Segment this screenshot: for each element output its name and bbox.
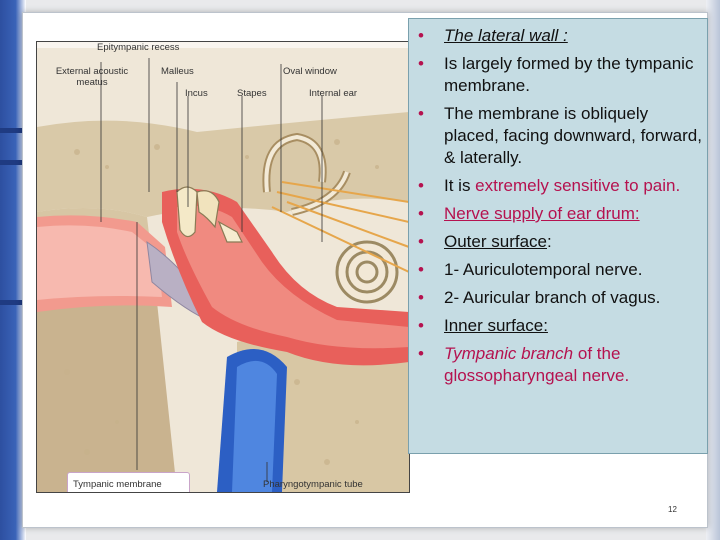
bullet-glyph: • [418, 344, 424, 363]
text-glossopharyngeal: of the glossopharyngeal nerve. [444, 344, 630, 385]
text-auriculotemporal: 1- Auriculotemporal nerve. [444, 260, 643, 279]
bullet-sensitive-pain: • It is extremely sensitive to pain. [409, 175, 703, 197]
heading-outer-surface: Outer surface [444, 232, 547, 251]
text-auricular-vagus: 2- Auricular branch of vagus. [444, 288, 661, 307]
bullet-glyph: • [418, 260, 424, 279]
label-external-acoustic-meatus: External acoustic meatus [55, 66, 129, 88]
slide-frame-left [0, 0, 26, 540]
label-internal-ear: Internal ear [309, 88, 358, 99]
label-tympanic-membrane: Tympanic membrane [73, 479, 162, 490]
text-tympanic-branch: Tympanic branch [444, 344, 574, 363]
bullet-nerve-supply: • Nerve supply of ear drum: [409, 203, 703, 225]
label-malleus: Malleus [161, 66, 194, 77]
bullet-obliquely-placed: • The membrane is obliquely placed, faci… [409, 103, 703, 169]
text-outer-colon: : [547, 232, 552, 251]
text-formed-by: Is largely formed by the tympanic membra… [444, 54, 694, 95]
bullet-auricular-vagus: • 2- Auricular branch of vagus. [409, 287, 703, 309]
text-obliquely-placed: The membrane is obliquely placed, facing… [444, 104, 702, 167]
lateral-wall-notes: • The lateral wall : • Is largely formed… [408, 18, 708, 454]
text-sensitive-prefix: It is [444, 176, 476, 195]
bullet-list: • The lateral wall : • Is largely formed… [409, 19, 707, 387]
bullet-glyph: • [418, 26, 424, 45]
bullet-inner-surface: • Inner surface: [409, 315, 703, 337]
bullet-glyph: • [418, 176, 424, 195]
bullet-auriculotemporal: • 1- Auriculotemporal nerve. [409, 259, 703, 281]
bullet-formed-by: • Is largely formed by the tympanic memb… [409, 53, 703, 97]
bullet-glyph: • [418, 232, 424, 251]
bullet-tympanic-branch: • Tympanic branch of the glossopharyngea… [409, 343, 703, 387]
frame-stripe [0, 300, 26, 305]
bullet-glyph: • [418, 288, 424, 307]
heading-nerve-supply: Nerve supply of ear drum: [444, 204, 640, 223]
ear-illustration [37, 42, 409, 492]
bullet-glyph: • [418, 204, 424, 223]
tympanic-membrane-callout [67, 472, 190, 492]
label-epitympanic-recess: Epitympanic recess [97, 42, 180, 53]
ear-anatomy-figure: Epitympanic recess External acoustic mea… [36, 41, 410, 493]
bullet-glyph: • [418, 316, 424, 335]
frame-stripe [0, 160, 26, 165]
slide-frame-right [706, 0, 720, 540]
page-number: 12 [668, 505, 677, 514]
text-sensitive-emphasis: extremely sensitive to pain. [475, 176, 681, 195]
label-incus: Incus [185, 88, 208, 99]
heading-lateral-wall: The lateral wall : [444, 26, 568, 45]
bullet-glyph: • [418, 104, 424, 123]
frame-stripe [0, 128, 26, 133]
bullet-outer-surface: • Outer surface: [409, 231, 703, 253]
label-pharyngotympanic-tube: Pharyngotympanic tube [263, 479, 363, 490]
label-stapes: Stapes [237, 88, 267, 99]
label-oval-window: Oval window [283, 66, 337, 77]
bullet-glyph: • [418, 54, 424, 73]
heading-inner-surface: Inner surface: [444, 316, 548, 335]
bullet-lateral-wall: • The lateral wall : [409, 25, 703, 47]
